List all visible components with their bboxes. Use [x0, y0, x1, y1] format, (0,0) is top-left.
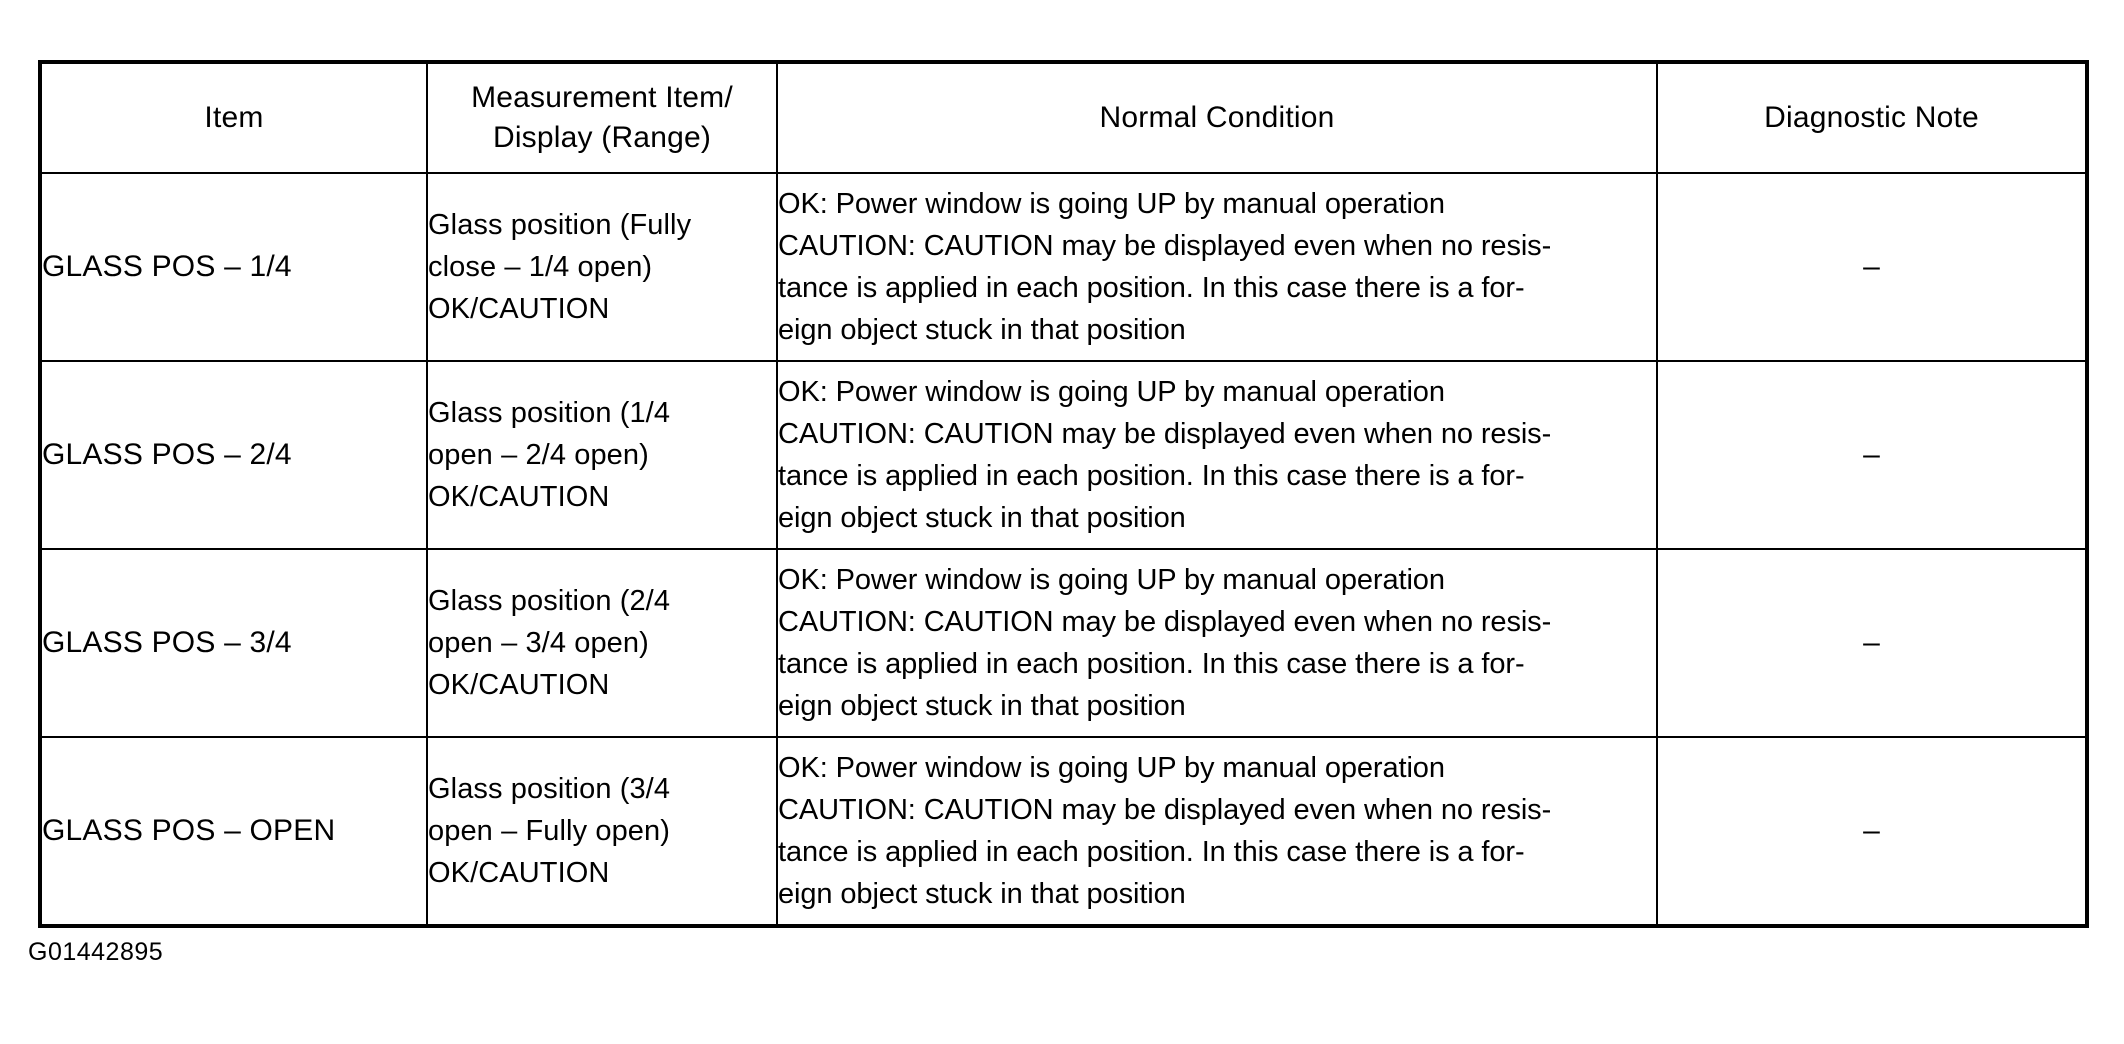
table-row: GLASS POS – OPEN Glass position (3/4 ope…: [39, 736, 2088, 927]
measurement-line: open – 3/4 open): [428, 627, 649, 659]
table-row: GLASS POS – 1/4 Glass position (Fully cl…: [39, 172, 2088, 362]
normal-condition-line: OK: Power window is going UP by manual o…: [778, 188, 1445, 220]
normal-condition-line: tance is applied in each position. In th…: [778, 460, 1525, 492]
column-header-item: Item: [39, 61, 428, 174]
column-header-measurement-item: Measurement Item/ Display (Range): [426, 61, 778, 174]
measurement-line: OK/CAUTION: [428, 669, 610, 701]
normal-condition-line: tance is applied in each position. In th…: [778, 648, 1525, 680]
table-row: GLASS POS – 3/4 Glass position (2/4 open…: [39, 548, 2088, 738]
normal-condition-line: eign object stuck in that position: [778, 690, 1186, 722]
column-header-diagnostic-note: Diagnostic Note: [1656, 61, 2088, 174]
normal-condition-line: eign object stuck in that position: [778, 314, 1186, 346]
normal-condition-line: CAUTION: CAUTION may be displayed even w…: [778, 418, 1552, 450]
column-header-measurement-line-1: Measurement Item/: [471, 81, 733, 114]
normal-condition-line: eign object stuck in that position: [778, 502, 1186, 534]
cell-item: GLASS POS – 1/4: [39, 172, 428, 362]
normal-condition-line: CAUTION: CAUTION may be displayed even w…: [778, 794, 1552, 826]
measurement-line: OK/CAUTION: [428, 481, 610, 513]
cell-normal-condition: OK: Power window is going UP by manual o…: [776, 736, 1658, 927]
cell-normal-condition: OK: Power window is going UP by manual o…: [776, 172, 1658, 362]
measurement-line: close – 1/4 open): [428, 251, 653, 283]
cell-measurement-item: Glass position (2/4 open – 3/4 open) OK/…: [426, 548, 778, 738]
cell-measurement-item: Glass position (3/4 open – Fully open) O…: [426, 736, 778, 927]
table-row: GLASS POS – 2/4 Glass position (1/4 open…: [39, 360, 2088, 550]
cell-item: GLASS POS – 3/4: [39, 548, 428, 738]
measurement-line: Glass position (1/4: [428, 397, 671, 429]
measurement-line: open – Fully open): [428, 815, 671, 847]
normal-condition-line: tance is applied in each position. In th…: [778, 272, 1525, 304]
measurement-line: OK/CAUTION: [428, 857, 610, 889]
cell-diagnostic-note: –: [1656, 736, 2088, 927]
column-header-normal-condition: Normal Condition: [776, 61, 1658, 174]
cell-item: GLASS POS – OPEN: [39, 736, 428, 927]
normal-condition-line: eign object stuck in that position: [778, 878, 1186, 910]
measurement-line: Glass position (Fully: [428, 209, 692, 241]
column-header-diagnostic-note-label: Diagnostic Note: [1764, 101, 1979, 134]
table-header-row: Item Measurement Item/ Display (Range) N…: [39, 61, 2088, 174]
column-header-normal-condition-label: Normal Condition: [1099, 101, 1335, 134]
column-header-item-label: Item: [204, 101, 264, 134]
cell-diagnostic-note: –: [1656, 172, 2088, 362]
figure-id-caption: G01442895: [28, 938, 164, 966]
normal-condition-line: tance is applied in each position. In th…: [778, 836, 1525, 868]
cell-normal-condition: OK: Power window is going UP by manual o…: [776, 548, 1658, 738]
column-header-measurement-line-2: Display (Range): [492, 121, 712, 154]
cell-diagnostic-note: –: [1656, 548, 2088, 738]
cell-item: GLASS POS – 2/4: [39, 360, 428, 550]
measurement-line: OK/CAUTION: [428, 293, 610, 325]
normal-condition-line: CAUTION: CAUTION may be displayed even w…: [778, 230, 1552, 262]
cell-measurement-item: Glass position (1/4 open – 2/4 open) OK/…: [426, 360, 778, 550]
normal-condition-line: OK: Power window is going UP by manual o…: [778, 564, 1445, 596]
glass-position-spec-table: Item Measurement Item/ Display (Range) N…: [38, 60, 2089, 928]
cell-measurement-item: Glass position (Fully close – 1/4 open) …: [426, 172, 778, 362]
cell-normal-condition: OK: Power window is going UP by manual o…: [776, 360, 1658, 550]
measurement-line: Glass position (3/4: [428, 773, 671, 805]
cell-diagnostic-note: –: [1656, 360, 2088, 550]
normal-condition-line: CAUTION: CAUTION may be displayed even w…: [778, 606, 1552, 638]
normal-condition-line: OK: Power window is going UP by manual o…: [778, 752, 1445, 784]
measurement-line: open – 2/4 open): [428, 439, 649, 471]
normal-condition-line: OK: Power window is going UP by manual o…: [778, 376, 1445, 408]
measurement-line: Glass position (2/4: [428, 585, 671, 617]
